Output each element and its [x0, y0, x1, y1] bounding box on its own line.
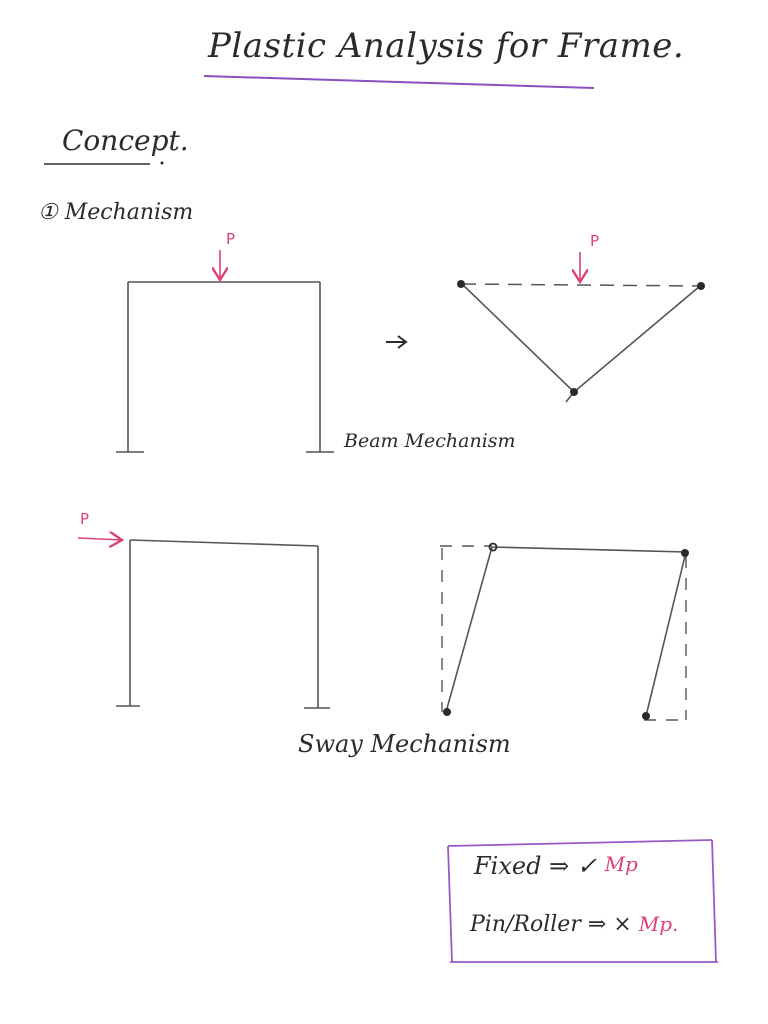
sway-frame-original: [116, 539, 330, 709]
mechanism-label: Mechanism: [64, 200, 194, 225]
legend-pin-mark: ×: [613, 912, 632, 937]
beam-load-label-left: P: [226, 230, 236, 248]
legend-row-pin: Pin/Roller ⇒ × Mp.: [470, 912, 678, 937]
legend-fixed-mark: ✓: [576, 852, 597, 880]
legend-pin-moment: Mp.: [638, 912, 679, 936]
sway-mechanism-label: Sway Mechanism: [298, 730, 511, 758]
subsection-heading: ① Mechanism: [38, 200, 193, 225]
sway-load-arrow: [77, 538, 122, 540]
legend-fixed-implies: ⇒: [549, 852, 570, 880]
sway-collapsed-shape: [445, 546, 687, 717]
beam-frame-original: [116, 281, 334, 453]
plastic-hinge-mid: [570, 388, 578, 396]
circled-number-one: ①: [38, 200, 58, 225]
sway-hinge-top-right: [681, 549, 689, 557]
plastic-hinge-left: [457, 280, 465, 288]
beam-mechanism-label: Beam Mechanism: [344, 430, 516, 452]
sway-load-label: P: [80, 510, 90, 528]
beam-load-label-right: P: [590, 232, 600, 250]
page-title: Plastic Analysis for Frame.: [208, 26, 685, 66]
concept-dot: [160, 161, 164, 165]
legend-fixed-support: Fixed: [474, 852, 542, 880]
sway-hinge-bottom-left: [443, 708, 451, 716]
section-heading-concept: Concept.: [62, 124, 189, 157]
sway-hinge-bottom-right: [642, 712, 650, 720]
legend-fixed-moment: Mp: [604, 852, 638, 876]
legend-box: [447, 839, 718, 963]
beam-original-dashed: [461, 283, 701, 287]
transition-arrow: [386, 335, 408, 349]
sway-hinge-top-left: [488, 542, 498, 552]
title-underline: [203, 75, 595, 89]
legend-pin-implies: ⇒: [587, 912, 607, 937]
plastic-hinge-right: [697, 282, 705, 290]
legend-row-fixed: Fixed ⇒ ✓ Mp: [474, 852, 638, 880]
legend-pin-support: Pin/Roller: [470, 912, 581, 937]
sway-original-dashed: [440, 545, 687, 721]
beam-collapsed-shape: [461, 283, 701, 403]
